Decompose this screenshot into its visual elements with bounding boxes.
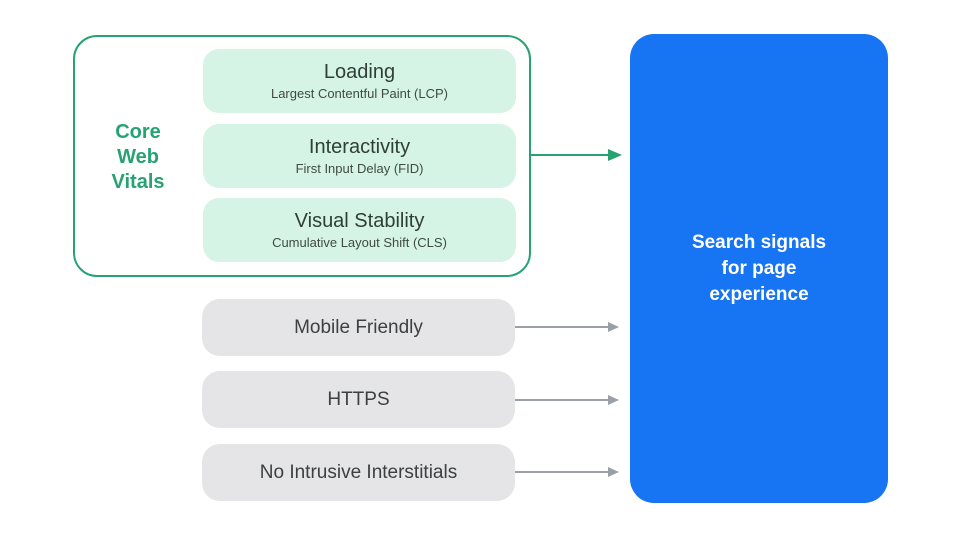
vital-subtitle: Cumulative Layout Shift (CLS) [272,234,447,250]
core-web-vitals-label-line: Web [117,146,159,168]
arrow-line [515,399,608,401]
vital-title: Loading [323,60,396,83]
vital-title: Interactivity [308,135,411,158]
result-label-line: for page [721,257,797,279]
arrow-head-icon [608,149,622,161]
vital-visual-stability-card: Visual Stability Cumulative Layout Shift… [203,198,516,262]
vital-subtitle: Largest Contentful Paint (LCP) [270,85,449,101]
signal-https-card: HTTPS [202,371,515,428]
signal-mobile-friendly-card: Mobile Friendly [202,299,515,356]
signal-label: No Intrusive Interstitials [259,461,458,483]
search-signals-result-label: Search signals for page experience [692,230,826,308]
arrow-head-icon [608,467,619,477]
core-web-vitals-label: Core Web Vitals [85,120,191,195]
arrow-head-icon [608,395,619,405]
signal-label: HTTPS [327,388,390,410]
result-label-line: experience [709,283,809,305]
signal-no-intrusive-interstitials-card: No Intrusive Interstitials [202,444,515,501]
arrow-line [515,326,608,328]
search-signals-result-box: Search signals for page experience [630,34,888,503]
vital-loading-card: Loading Largest Contentful Paint (LCP) [203,49,516,113]
vital-subtitle: First Input Delay (FID) [295,160,424,176]
arrow-line [515,471,608,473]
core-web-vitals-label-line: Vitals [111,171,165,193]
result-label-line: Search signals [691,231,827,253]
arrow-head-icon [608,322,619,332]
vital-interactivity-card: Interactivity First Input Delay (FID) [203,124,516,188]
arrow-line [531,154,608,156]
core-web-vitals-label-line: Core [115,121,161,143]
signal-label: Mobile Friendly [294,316,423,338]
vital-title: Visual Stability [294,209,425,232]
